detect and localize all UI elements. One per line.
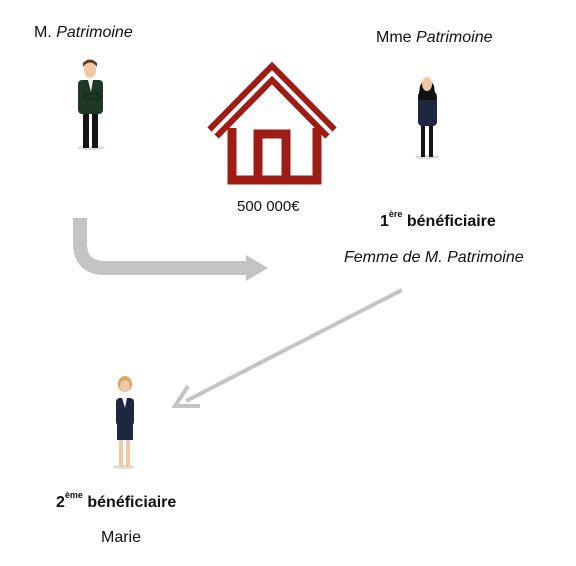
wife-prefix: Mme [376, 29, 412, 46]
girl-figure-icon [113, 376, 135, 469]
second-beneficiary-word: bénéficiaire [87, 494, 177, 511]
husband-name: Patrimoine [56, 24, 133, 41]
second-beneficiary-number: 2 [56, 494, 65, 511]
husband-prefix: M. [34, 24, 52, 41]
first-beneficiary-subtitle: Femme de M. Patrimoine [344, 249, 524, 266]
first-beneficiary-label: 1ère bénéficiaire [380, 209, 496, 231]
daughter-label: Marie [101, 529, 142, 546]
first-beneficiary-number: 1 [380, 213, 389, 230]
wife-name: Patrimoine [416, 29, 493, 46]
asset-value: 500 000€ [237, 198, 300, 215]
transfer-arrow-1 [73, 218, 268, 281]
first-beneficiary-suffix: ère [388, 209, 403, 219]
house-icon [207, 61, 337, 185]
woman-figure-icon [415, 77, 439, 159]
man-figure-icon [77, 59, 105, 150]
transfer-arrow-2 [171, 288, 403, 408]
second-beneficiary-label: 2ème bénéficiaire [56, 490, 177, 512]
husband-label: M. Patrimoine [34, 24, 133, 42]
second-beneficiary-suffix: ème [64, 490, 83, 500]
wife-label: Mme Patrimoine [376, 29, 493, 47]
first-beneficiary-word: bénéficiaire [406, 213, 496, 230]
